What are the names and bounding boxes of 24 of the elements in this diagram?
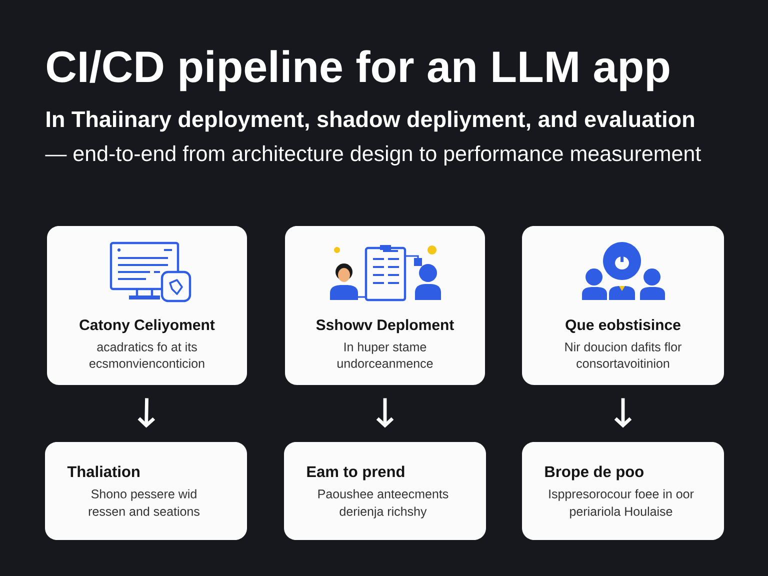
card-title: Eam to prend <box>307 466 404 480</box>
subtitle: In Thaiinary deployment, shadow depliyment, and evaluation <box>46 110 694 132</box>
subtitle: — end-to-end from architecture design to performance measurement <box>45 145 701 166</box>
card-title: Brope de poo <box>545 466 644 480</box>
card-description: In huper stame undorceanmence <box>338 342 433 368</box>
step-card <box>285 226 485 385</box>
card-description: Shono pessere wid ressen and seations <box>88 489 200 516</box>
card-description: Paoushee anteecments derienja richshy <box>318 489 448 518</box>
step-card <box>522 442 724 540</box>
arrow <box>614 398 632 428</box>
card-title: Catony Celiyoment <box>80 319 215 334</box>
step-card <box>284 442 486 540</box>
card-title: Sshowv Deploment <box>316 319 454 334</box>
arrow <box>138 398 156 428</box>
card-description: acadratics fo at its ecsmonvienconticion <box>90 342 204 368</box>
card-description: Isppresorocour foee in oor periariola Houlaise <box>549 489 694 518</box>
card-description: Nir doucion dafits flor consortavoitinion <box>565 342 682 368</box>
step-card <box>45 442 247 540</box>
card-title: Que eobstisince <box>566 319 680 333</box>
arrow <box>376 398 394 428</box>
step-card <box>522 226 724 385</box>
step-card <box>47 226 247 385</box>
title: CI/CD pipeline for an LLM app <box>47 50 670 92</box>
card-title: Thaliation <box>67 466 140 478</box>
